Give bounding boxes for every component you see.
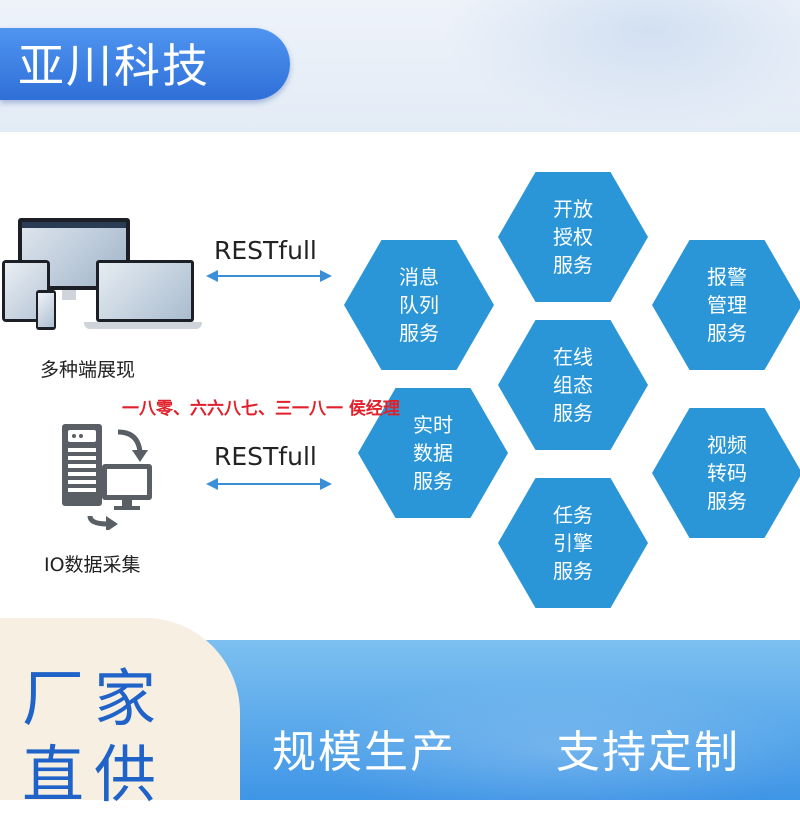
- hex-label: 实时 数据 服务: [413, 413, 453, 493]
- hex-label: 视频 转码 服务: [707, 433, 747, 513]
- factory-badge: [0, 618, 240, 800]
- hex-open-auth-service: 开放 授权 服务: [498, 172, 648, 302]
- double-arrow-icon: [206, 270, 332, 282]
- hex-task-engine-service: 任务 引擎 服务: [498, 478, 648, 608]
- hex-label: 任务 引擎 服务: [553, 503, 593, 583]
- hex-label: 在线 组态 服务: [553, 345, 593, 425]
- restful-label-top: RESTfull: [214, 236, 317, 265]
- hex-video-transcode-service: 视频 转码 服务: [652, 408, 800, 538]
- hex-alarm-management-service: 报警 管理 服务: [652, 240, 800, 370]
- badge-line-1: 厂家: [22, 662, 167, 735]
- double-arrow-icon: [206, 478, 332, 490]
- server-transfer-icon: [62, 424, 152, 530]
- brand-title: 亚川科技: [18, 39, 210, 93]
- contact-watermark: 一八零、六六八七、三一八一 侯经理: [122, 399, 400, 419]
- hex-label: 报警 管理 服务: [707, 265, 747, 345]
- badge-line-2: 直供: [22, 738, 167, 811]
- laptop-icon: [96, 260, 194, 322]
- hex-label: 消息 队列 服务: [399, 265, 439, 345]
- phone-icon: [36, 290, 56, 330]
- restful-label-bottom: RESTfull: [214, 442, 317, 471]
- hex-message-queue-service: 消息 队列 服务: [344, 240, 494, 370]
- multi-device-icon: [0, 218, 202, 338]
- slogan-right: 支持定制: [556, 727, 740, 778]
- slogan-left: 规模生产: [272, 727, 456, 778]
- io-caption: IO数据采集: [44, 554, 141, 576]
- brand-pill: [0, 28, 290, 100]
- hex-online-config-service: 在线 组态 服务: [498, 320, 648, 450]
- hex-label: 开放 授权 服务: [553, 197, 593, 277]
- multi-terminal-caption: 多种端展现: [40, 359, 136, 381]
